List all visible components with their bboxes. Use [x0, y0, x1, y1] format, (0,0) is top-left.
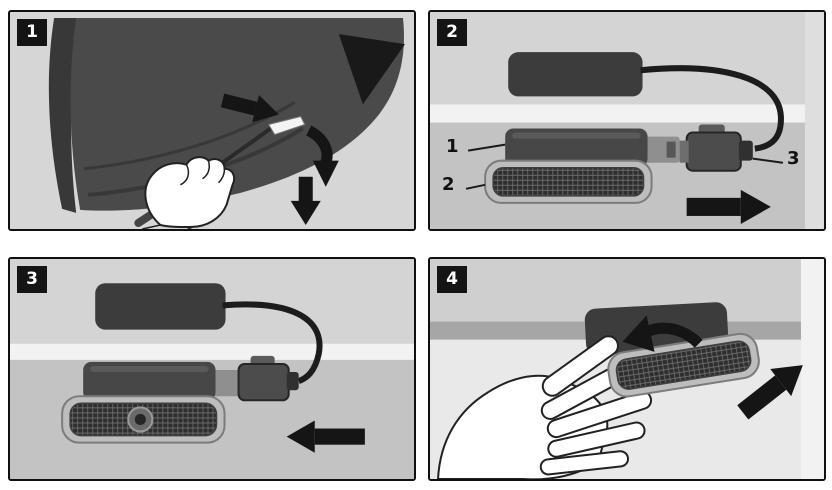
push-left-arrow-icon: [286, 420, 365, 453]
right-strip: [804, 12, 824, 229]
pry-arrow-curved-icon: [305, 125, 339, 187]
pry-arrow-down-icon: [290, 176, 321, 225]
trim-panel: [48, 18, 405, 213]
callout-line-3: [752, 157, 784, 164]
wiring-cable: [640, 65, 784, 152]
lamp-housing: [505, 128, 680, 167]
lamp-lens: [61, 395, 226, 444]
panel-number-badge: 1: [17, 19, 47, 46]
lamp-lens: [484, 159, 653, 204]
callout-line-1: [467, 143, 506, 152]
panel-step-1: 1: [8, 10, 416, 231]
callout-label-housing: 1: [446, 136, 459, 157]
callout-label-lens: 2: [442, 174, 455, 195]
lamp-lens: [607, 332, 760, 398]
tool-tip-wedge: [267, 115, 306, 136]
wiring-cable: [222, 301, 323, 384]
vent-opening: [338, 34, 405, 105]
hand-icon: [142, 156, 236, 229]
push-up-right-arrow-icon: [737, 365, 803, 420]
hand-icon: [437, 335, 653, 479]
panel-step-4: 4: [428, 257, 826, 481]
panel-step-3: 3: [8, 257, 416, 481]
illustration-disconnect: [430, 12, 824, 229]
callout-line-2: [465, 183, 486, 190]
panel-step-2: 1 2 3 2: [428, 10, 826, 231]
illustration-install: [430, 259, 824, 479]
pry-arrow-right-icon: [220, 93, 279, 123]
right-strip: [800, 259, 824, 479]
panel-number-badge: 4: [437, 266, 467, 293]
lamp-housing: [83, 361, 246, 401]
panel-number-badge: 2: [437, 19, 467, 46]
headliner-recess: [508, 52, 643, 97]
illustration-pry-open: [10, 12, 414, 229]
callout-label-connector: 3: [787, 148, 800, 169]
rotate-in-arrow-icon: [622, 315, 703, 352]
pull-right-arrow-icon: [686, 189, 771, 224]
headliner-recess: [95, 283, 226, 330]
illustration-connect: [10, 259, 414, 479]
light-band: [430, 104, 824, 123]
wiring-connector: [237, 355, 299, 402]
light-band: [10, 343, 414, 360]
panel-number-badge: 3: [17, 266, 47, 293]
wiring-connector: [679, 124, 753, 172]
